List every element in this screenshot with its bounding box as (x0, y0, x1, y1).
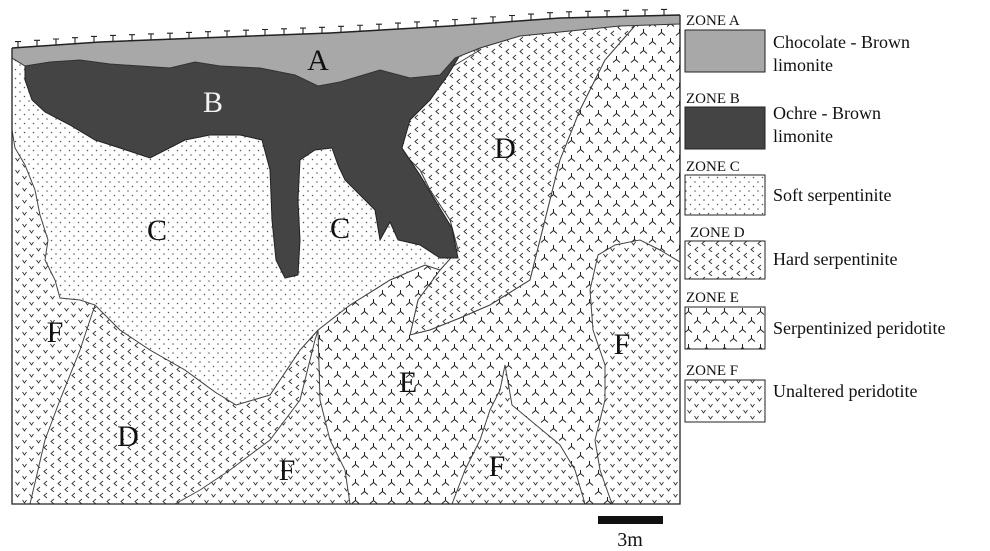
legend-zone-b-desc-2: limonite (773, 126, 833, 146)
legend-zone-e-title: ZONE E (686, 290, 739, 306)
scale-bar-line (598, 516, 663, 524)
legend-zone-a-swatch (685, 30, 765, 72)
label-zone-d-left: D (117, 420, 139, 453)
vegetation-symbol (205, 32, 211, 38)
legend-zone-f-swatch (685, 380, 765, 422)
vegetation-symbol (395, 23, 401, 29)
legend-zone-d-title: ZONE D (690, 225, 745, 241)
vegetation-symbol (91, 36, 97, 42)
vegetation-symbol (243, 30, 249, 36)
vegetation-symbol (110, 35, 116, 41)
legend-item-zone-a: ZONE A Chocolate - Brown limonite (685, 13, 910, 75)
vegetation-symbol (262, 30, 268, 36)
legend-zone-b-desc-1: Ochre - Brown (773, 103, 881, 123)
vegetation-symbol (167, 33, 173, 39)
vegetation-symbol (148, 34, 154, 40)
legend-zone-f-desc: Unaltered peridotite (773, 381, 917, 401)
vegetation-symbol (53, 39, 59, 45)
label-zone-b: B (203, 86, 223, 119)
label-zone-c-right: C (330, 212, 350, 245)
cross-section (0, 0, 700, 520)
vegetation-symbol (623, 10, 629, 16)
vegetation-symbol (433, 21, 439, 27)
vegetation-symbol (585, 11, 591, 17)
legend-item-zone-f: ZONE F Unaltered peridotite (685, 363, 917, 422)
legend-zone-b-title: ZONE B (686, 91, 740, 107)
vegetation-symbol (566, 12, 572, 18)
legend-zone-a-title: ZONE A (686, 13, 740, 29)
label-zone-e: E (399, 366, 417, 399)
legend-item-zone-e: ZONE E Serpentinized peridotite (685, 290, 945, 349)
label-zone-f-bottom-left: F (279, 454, 296, 487)
legend-zone-e-desc: Serpentinized peridotite (773, 318, 945, 338)
legend-zone-f-title: ZONE F (686, 363, 738, 379)
legend-zone-b-swatch (685, 107, 765, 149)
vegetation-symbol (72, 38, 78, 44)
vegetation-symbol (661, 9, 667, 15)
label-zone-c-left: C (147, 214, 167, 247)
label-zone-f-bottom-right: F (489, 450, 506, 483)
vegetation-symbol (604, 11, 610, 17)
legend-item-zone-d: ZONE D Hard serpentinite (685, 225, 897, 279)
vegetation-symbol (186, 32, 192, 38)
legend-zone-c-title: ZONE C (686, 159, 740, 175)
scale-bar-label: 3m (617, 529, 643, 551)
scale-bar: 3m (598, 516, 663, 551)
label-zone-a: A (307, 44, 329, 77)
vegetation-symbol (281, 29, 287, 35)
legend: ZONE A Chocolate - Brown limonite ZONE B… (685, 13, 945, 422)
legend-zone-a-desc-2: limonite (773, 55, 833, 75)
legend-item-zone-b: ZONE B Ochre - Brown limonite (685, 91, 881, 149)
vegetation-symbol (129, 35, 135, 41)
vegetation-symbol (376, 24, 382, 30)
vegetation-symbol (642, 10, 648, 16)
legend-zone-c-desc: Soft serpentinite (773, 185, 891, 205)
vegetation-symbol (15, 42, 21, 48)
legend-zone-c-swatch (685, 175, 765, 215)
legend-zone-d-desc: Hard serpentinite (773, 249, 897, 269)
legend-zone-d-swatch (685, 241, 765, 279)
label-zone-d-right: D (494, 132, 516, 165)
label-zone-f-right: F (614, 328, 631, 361)
vegetation-symbol (414, 22, 420, 28)
vegetation-symbol (338, 26, 344, 32)
vegetation-symbol (319, 27, 325, 33)
legend-item-zone-c: ZONE C Soft serpentinite (685, 159, 891, 215)
legend-zone-e-swatch (685, 307, 765, 349)
vegetation-symbol (357, 25, 363, 31)
label-zone-f-left: F (47, 316, 64, 349)
vegetation-symbol (224, 31, 230, 37)
vegetation-symbol (34, 40, 40, 46)
vegetation-symbol (300, 28, 306, 34)
legend-zone-a-desc-1: Chocolate - Brown (773, 32, 910, 52)
